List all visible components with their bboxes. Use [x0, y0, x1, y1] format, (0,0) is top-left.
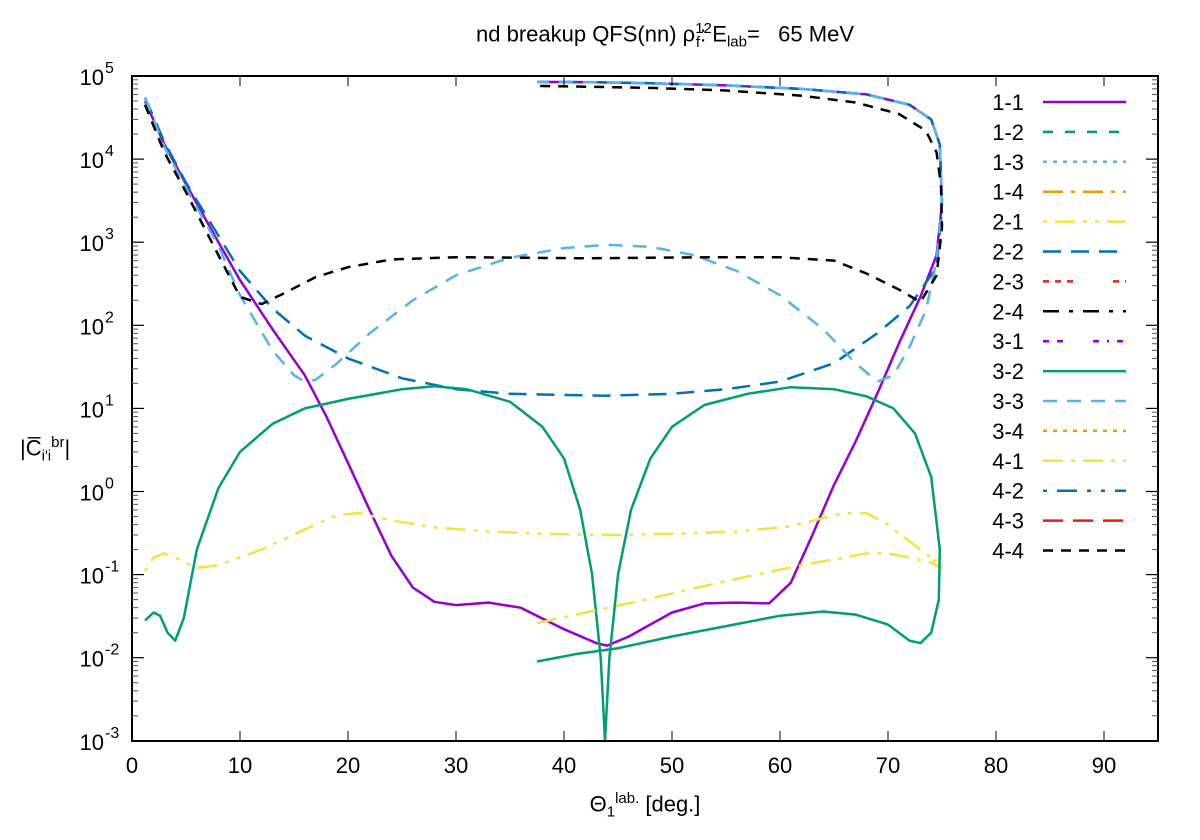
svg-text:4-1: 4-1 — [992, 449, 1024, 474]
y-tick-label: 10 — [80, 314, 104, 339]
legend-entry-4-1: 4-1 — [992, 449, 1126, 474]
legend-entry-2-4: 2-4 — [992, 299, 1126, 324]
y-tick-label: 10 — [80, 397, 104, 422]
svg-text:2-2: 2-2 — [992, 240, 1024, 265]
legend: 1-1 1-2 1-3 1-4 2-1 2-2 2-3 2-4 3-1 3-2 3-3 3-4 4-1 4… — [992, 90, 1126, 564]
y-tick-label: 10 — [80, 481, 104, 506]
curve-2-1 — [143, 511, 941, 572]
curve-3-3 — [143, 80, 944, 383]
legend-entry-4-3: 4-3 — [992, 509, 1126, 534]
curve-4-4 — [143, 84, 944, 306]
legend-entry-3-4: 3-4 — [992, 419, 1126, 444]
svg-text:-3: -3 — [105, 725, 119, 742]
svg-text:4-2: 4-2 — [992, 479, 1024, 504]
x-tick-label: 90 — [1092, 753, 1116, 778]
x-axis-label: Θ1lab. [deg.] — [589, 790, 701, 821]
y-tick-label: 10 — [80, 647, 104, 672]
chart-title: nd breakup QFS(nn) ρ12f: Elab= 65 MeV — [476, 20, 854, 51]
y-tick-label: 10 — [80, 564, 104, 589]
x-tick-label: 10 — [228, 753, 252, 778]
svg-text:1-2: 1-2 — [992, 120, 1024, 145]
x-tick-label: 30 — [444, 753, 468, 778]
y-tick-label: 10 — [80, 231, 104, 256]
legend-entry-1-4: 1-4 — [992, 180, 1126, 205]
curve-3-2 — [144, 384, 607, 741]
data-curves — [143, 80, 944, 741]
y-tick-label: 10 — [80, 65, 104, 90]
legend-entry-2-3: 2-3 — [992, 269, 1126, 294]
svg-text:2-1: 2-1 — [992, 210, 1024, 235]
svg-text:3-3: 3-3 — [992, 389, 1024, 414]
svg-text:3-2: 3-2 — [992, 359, 1024, 384]
x-tick-label: 60 — [768, 753, 792, 778]
svg-text:4-3: 4-3 — [992, 509, 1024, 534]
y-axis-label: |C̅i'ibr| — [20, 434, 71, 465]
svg-text:2: 2 — [105, 309, 114, 326]
svg-text:1: 1 — [105, 392, 114, 409]
legend-entry-1-3: 1-3 — [992, 150, 1126, 175]
svg-text:1-3: 1-3 — [992, 150, 1024, 175]
legend-entry-1-1: 1-1 — [992, 90, 1126, 115]
x-tick-label: 50 — [660, 753, 684, 778]
svg-text:4: 4 — [105, 143, 114, 160]
svg-text:-1: -1 — [105, 559, 119, 576]
svg-text:5: 5 — [105, 60, 114, 77]
curve-3-2-right-lobe — [536, 385, 942, 741]
x-tick-label: 0 — [126, 753, 138, 778]
curve-2-2 — [143, 80, 944, 397]
legend-entry-4-4: 4-4 — [992, 539, 1126, 564]
legend-entry-3-1: 3-1 — [992, 329, 1126, 354]
svg-text:-2: -2 — [105, 642, 119, 659]
legend-entry-3-2: 3-2 — [992, 359, 1126, 384]
x-tick-label: 80 — [984, 753, 1008, 778]
y-tick-label: 10 — [80, 730, 104, 755]
svg-text:3: 3 — [105, 226, 114, 243]
svg-text:2-4: 2-4 — [992, 299, 1024, 324]
legend-entry-3-3: 3-3 — [992, 389, 1126, 414]
curve-4-1 — [536, 552, 943, 625]
svg-text:4-4: 4-4 — [992, 539, 1024, 564]
legend-entry-4-2: 4-2 — [992, 479, 1126, 504]
legend-entry-2-1: 2-1 — [992, 210, 1126, 235]
legend-entry-1-2: 1-2 — [992, 120, 1126, 145]
svg-text:1-1: 1-1 — [992, 90, 1024, 115]
y-tick-label: 10 — [80, 148, 104, 173]
svg-text:1-4: 1-4 — [992, 180, 1024, 205]
x-tick-label: 40 — [552, 753, 576, 778]
x-tick-label: 20 — [336, 753, 360, 778]
svg-text:3-4: 3-4 — [992, 419, 1024, 444]
x-tick-label: 70 — [876, 753, 900, 778]
svg-text:3-1: 3-1 — [992, 329, 1024, 354]
legend-entry-2-2: 2-2 — [992, 240, 1126, 265]
svg-text:2-3: 2-3 — [992, 269, 1024, 294]
svg-text:0: 0 — [105, 476, 114, 493]
